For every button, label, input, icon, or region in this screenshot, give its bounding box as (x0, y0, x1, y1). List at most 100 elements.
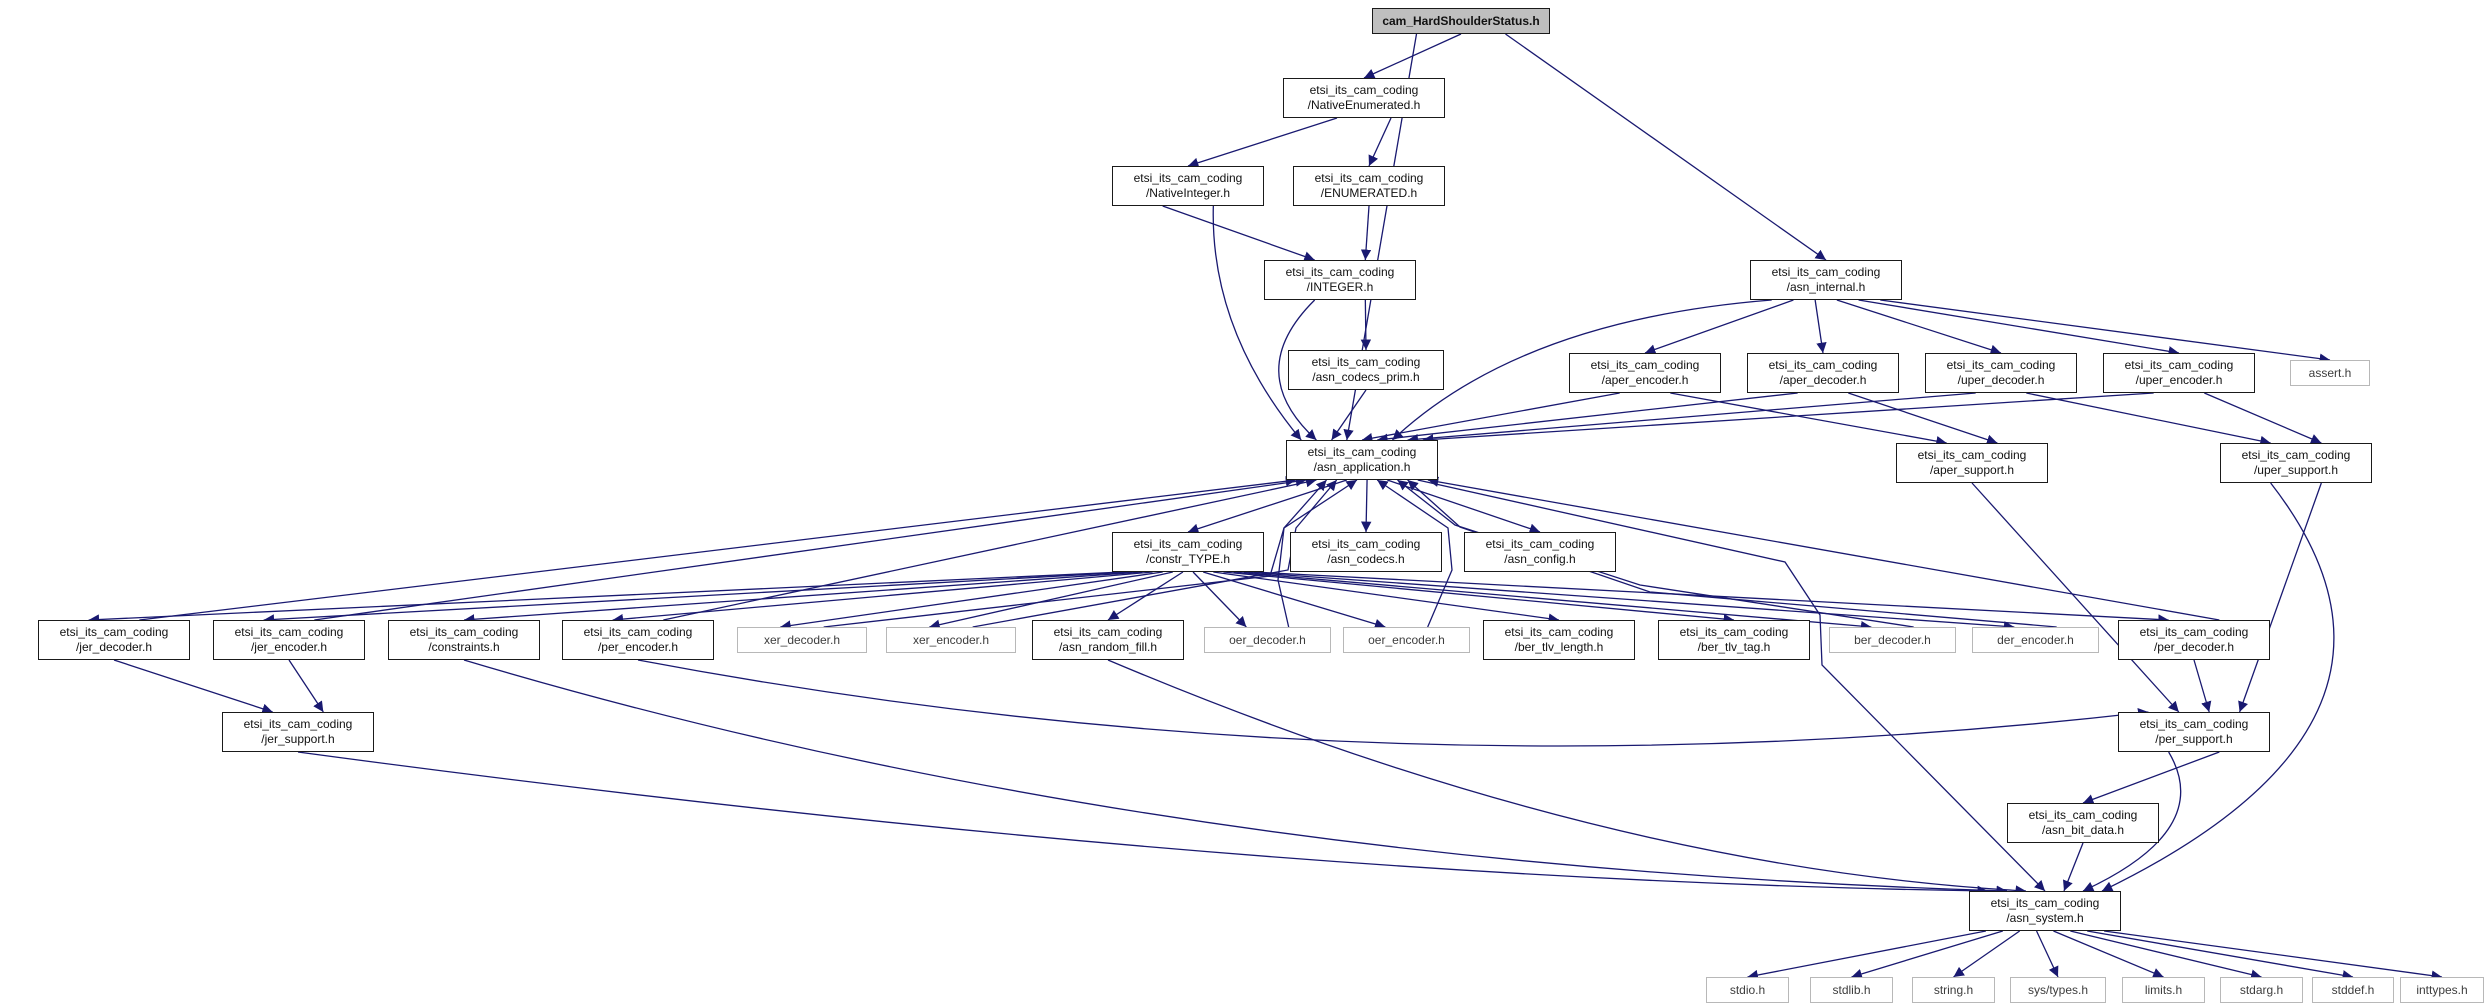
node-per_decoder[interactable]: etsi_its_cam_coding/per_decoder.h (2118, 620, 2270, 660)
node-label-line: etsi_its_cam_coding (1311, 355, 1421, 369)
edge-integer--asn_application (1278, 299, 1317, 441)
node-asn_config[interactable]: etsi_its_cam_coding/asn_config.h (1464, 532, 1616, 572)
node-uper_encoder[interactable]: etsi_its_cam_coding/uper_encoder.h (2103, 353, 2255, 393)
node-label-line: stdarg.h (2239, 982, 2284, 997)
node-label-line: /asn_random_fill.h (1058, 640, 1158, 654)
node-label-line: /asn_codecs_prim.h (1312, 370, 1420, 384)
node-label-line: etsi_its_cam_coding (2139, 717, 2249, 731)
node-label-line: etsi_its_cam_coding (2139, 625, 2249, 639)
edge-asn_random_fill--asn_system (1107, 659, 2027, 896)
node-label-line: etsi_its_cam_coding (1768, 358, 1878, 372)
node-label-line: /per_encoder.h (597, 640, 679, 654)
node-label-line: xer_encoder.h (912, 632, 990, 647)
node-asn_application[interactable]: etsi_its_cam_coding/asn_application.h (1286, 440, 1438, 480)
node-label-line: /asn_application.h (1313, 460, 1411, 474)
node-aper_decoder[interactable]: etsi_its_cam_coding/aper_decoder.h (1747, 353, 1899, 393)
node-asn_internal[interactable]: etsi_its_cam_coding/asn_internal.h (1750, 260, 1902, 300)
node-label-line: etsi_its_cam_coding (583, 625, 693, 639)
node-label-line: etsi_its_cam_coding (1917, 448, 2027, 462)
edge-constr_type--oer_encoder (1203, 571, 1386, 629)
edge-asn_internal--uper_decoder (1836, 299, 2002, 355)
node-label-line: /asn_system.h (2006, 911, 2084, 925)
node-label-line: oer_encoder.h (1368, 632, 1445, 647)
node-label-line: der_encoder.h (1997, 632, 2074, 647)
node-jer_encoder[interactable]: etsi_its_cam_coding/jer_encoder.h (213, 620, 365, 660)
node-label-line: /aper_support.h (1929, 463, 2015, 477)
edge-jer_support--asn_system (297, 751, 1989, 897)
edge-constr_type--xer_encoder (929, 571, 1173, 630)
edge-aper_support--per_support (1971, 482, 2180, 713)
node-label-line: etsi_its_cam_coding (1590, 358, 1700, 372)
node-native_enumerated[interactable]: etsi_its_cam_coding/NativeEnumerated.h (1283, 78, 1445, 118)
node-jer_decoder[interactable]: etsi_its_cam_coding/jer_decoder.h (38, 620, 190, 660)
node-root: cam_HardShoulderStatus.h (1372, 8, 1550, 34)
edge-jer_encoder--jer_support (288, 659, 324, 713)
node-label-line: /INTEGER.h (1306, 280, 1374, 294)
node-der_encoder: der_encoder.h (1972, 627, 2099, 653)
node-xer_encoder: xer_encoder.h (886, 627, 1016, 653)
node-uper_support[interactable]: etsi_its_cam_coding/uper_support.h (2220, 443, 2372, 483)
node-label-line: etsi_its_cam_coding (1307, 445, 1417, 459)
edge-asn_application--asn_system (1417, 479, 2046, 892)
edge-asn_system--string (1953, 930, 2021, 978)
node-label-line: etsi_its_cam_coding (1946, 358, 2056, 372)
node-asn_codecs[interactable]: etsi_its_cam_coding/asn_codecs.h (1290, 532, 1442, 572)
node-label-line: etsi_its_cam_coding (234, 625, 344, 639)
edge-asn_internal--asn_application (1391, 299, 1772, 441)
node-asn_bit_data[interactable]: etsi_its_cam_coding/asn_bit_data.h (2007, 803, 2159, 843)
node-enumerated[interactable]: etsi_its_cam_coding/ENUMERATED.h (1293, 166, 1445, 206)
node-uper_decoder[interactable]: etsi_its_cam_coding/uper_decoder.h (1925, 353, 2077, 393)
edge-per_support--asn_system (2082, 751, 2182, 892)
node-label-line: /asn_bit_data.h (2041, 823, 2125, 837)
node-label-line: stdio.h (1729, 982, 1766, 997)
node-label-line: /NativeInteger.h (1145, 186, 1231, 200)
node-constraints[interactable]: etsi_its_cam_coding/constraints.h (388, 620, 540, 660)
edge-aper_decoder--asn_application (1377, 392, 1798, 445)
node-label-line: string.h (1933, 982, 1974, 997)
node-jer_support[interactable]: etsi_its_cam_coding/jer_support.h (222, 712, 374, 752)
node-native_integer[interactable]: etsi_its_cam_coding/NativeInteger.h (1112, 166, 1264, 206)
node-label-line: /constr_TYPE.h (1145, 552, 1231, 566)
edge-constr_type--xer_decoder (780, 571, 1163, 631)
node-stdlib: stdlib.h (1810, 977, 1893, 1003)
edge-asn_system--stddef (2087, 930, 2354, 981)
node-aper_encoder[interactable]: etsi_its_cam_coding/aper_encoder.h (1569, 353, 1721, 393)
node-integer[interactable]: etsi_its_cam_coding/INTEGER.h (1264, 260, 1416, 300)
node-per_encoder[interactable]: etsi_its_cam_coding/per_encoder.h (562, 620, 714, 660)
node-label-line: assert.h (2308, 365, 2352, 380)
node-label-line: etsi_its_cam_coding (1679, 625, 1789, 639)
node-label-line: /ber_tlv_length.h (1514, 640, 1604, 654)
node-ber_tlv_length[interactable]: etsi_its_cam_coding/ber_tlv_length.h (1483, 620, 1635, 660)
edge-integer--asn_codecs_prim (1360, 299, 1372, 351)
node-stdarg: stdarg.h (2220, 977, 2303, 1003)
node-label-line: /asn_internal.h (1786, 280, 1866, 294)
edge-constr_type--oer_decoder (1192, 571, 1247, 628)
node-label-line: /NativeEnumerated.h (1307, 98, 1421, 112)
node-label-line: limits.h (2144, 982, 2183, 997)
node-asn_codecs_prim[interactable]: etsi_its_cam_coding/asn_codecs_prim.h (1288, 350, 1444, 390)
edge-constr_type--ber_decoder (1233, 571, 1872, 632)
node-asn_random_fill[interactable]: etsi_its_cam_coding/asn_random_fill.h (1032, 620, 1184, 660)
edge-asn_system--inttypes (2104, 930, 2443, 981)
edge-xer_decoder--asn_application (823, 479, 1328, 628)
node-per_support[interactable]: etsi_its_cam_coding/per_support.h (2118, 712, 2270, 752)
edge-oer_encoder--asn_application (1376, 479, 1453, 628)
edge-per_encoder--per_support (637, 659, 2149, 747)
node-label-line: etsi_its_cam_coding (1285, 265, 1395, 279)
node-label-line: /aper_encoder.h (1601, 373, 1689, 387)
node-aper_support[interactable]: etsi_its_cam_coding/aper_support.h (1896, 443, 2048, 483)
node-label-line: etsi_its_cam_coding (1485, 537, 1595, 551)
edge-jer_encoder--asn_application (314, 476, 1307, 621)
edge-uper_decoder--asn_application (1407, 392, 1976, 445)
node-label-line: etsi_its_cam_coding (1990, 896, 2100, 910)
node-label-line: etsi_its_cam_coding (1133, 537, 1243, 551)
node-constr_type[interactable]: etsi_its_cam_coding/constr_TYPE.h (1112, 532, 1264, 572)
node-ber_tlv_tag[interactable]: etsi_its_cam_coding/ber_tlv_tag.h (1658, 620, 1810, 660)
edge-asn_system--stdarg (2070, 930, 2262, 980)
node-label-line: /asn_config.h (1504, 552, 1576, 566)
edge-native_integer--integer (1162, 205, 1315, 262)
edge-asn_system--limits (2053, 930, 2164, 978)
node-label-line: ber_decoder.h (1854, 632, 1931, 647)
node-asn_system[interactable]: etsi_its_cam_coding/asn_system.h (1969, 891, 2121, 931)
